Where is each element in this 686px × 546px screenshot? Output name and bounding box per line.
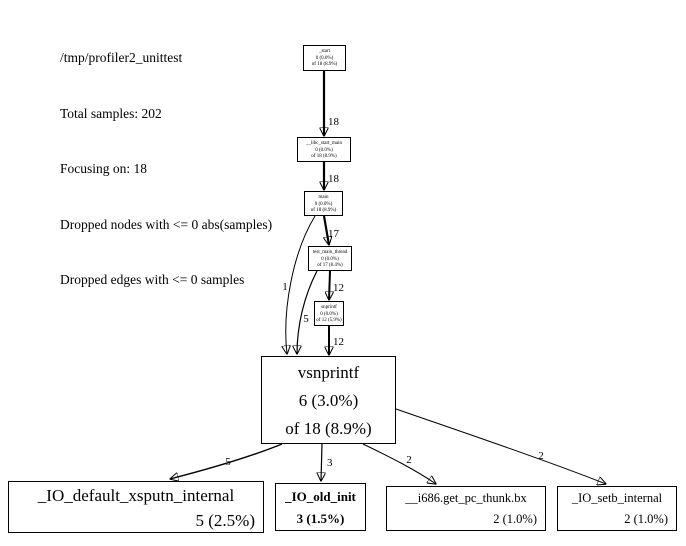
edge-vsnprintf-thunk	[362, 443, 436, 484]
node-io-setb-internal: _IO_setb_internal 2 (1.0%)	[557, 486, 677, 531]
focusing-line: Focusing on: 18	[60, 161, 148, 176]
node-oldinit-self: 3 (1.5%)	[296, 511, 345, 526]
node-snprintf-self: 0 (0.0%)	[320, 311, 338, 317]
node-libc-name: __libc_start_main	[305, 141, 343, 146]
node-snprintf: snprintf 0 (0.0%) of 12 (5.9%)	[314, 301, 344, 326]
edge-vsnprintf-setb	[395, 408, 606, 484]
node-setb-name: _IO_setb_internal	[571, 491, 663, 505]
node-io-old-init: _IO_old_init 3 (1.5%)	[275, 483, 366, 531]
node-snprintf-cum: of 12 (5.9%)	[316, 318, 342, 323]
node-vsnprintf-self: 6 (3.0%)	[298, 391, 359, 410]
edge-label-vsnprintf-xsputn: 5	[225, 456, 231, 468]
node-vsnprintf-name: vsnprintf	[297, 363, 360, 382]
edge-main-vsnprintf	[286, 215, 316, 354]
node-xsputn-name: _IO_default_xsputn_internal	[37, 486, 235, 505]
node-vsnprintf-cum: of 18 (8.9%)	[285, 419, 372, 438]
node-thunk-name: __i686.get_pc_thunk.bx	[405, 491, 527, 505]
node-thunk-self: 2 (1.0%)	[493, 512, 537, 526]
node-xsputn-self: 5 (2.5%)	[195, 511, 255, 530]
node-test-cum: of 17 (8.4%)	[317, 263, 343, 268]
edge-vsnprintf-xsputn	[170, 443, 283, 479]
node-main: main 0 (0.0%) of 18 (8.9%)	[304, 191, 343, 216]
node-snprintf-name: snprintf	[321, 305, 337, 310]
node-main-name: main	[318, 195, 329, 200]
node-test-self: 0 (0.0%)	[321, 256, 339, 262]
node-main-self: 0 (0.0%)	[314, 201, 333, 207]
profile-binary-path: /tmp/profiler2_unittest	[60, 50, 183, 65]
node-io-default-xsputn-internal: _IO_default_xsputn_internal 5 (2.5%)	[8, 481, 264, 533]
node-start-cum: of 18 (8.9%)	[311, 62, 338, 67]
edge-test-vsnprintf	[297, 270, 318, 354]
edge-label-main-vsnprintf: 1	[282, 281, 288, 293]
node-oldinit-name: _IO_old_init	[285, 489, 356, 504]
node-i686-get-pc-thunk: __i686.get_pc_thunk.bx 2 (1.0%)	[386, 486, 546, 531]
edge-label-main-test: 17	[328, 228, 340, 240]
dropped-nodes-line: Dropped nodes with <= 0 abs(samples)	[60, 216, 273, 232]
node-start-name: _start	[318, 49, 331, 54]
node-vsnprintf: vsnprintf 6 (3.0%) of 18 (8.9%)	[261, 356, 396, 444]
edge-main-test	[322, 215, 329, 245]
node-libc-self: 0 (0.0%)	[315, 147, 333, 153]
node-test-name: test_main_thread	[312, 250, 348, 255]
node-setb-self: 2 (1.0%)	[624, 512, 668, 526]
edge-label-start-libc: 18	[328, 116, 340, 128]
node-start-self: 0 (0.0%)	[315, 55, 334, 61]
edge-label-test-snprintf: 12	[333, 282, 344, 294]
node-libc-cum: of 18 (8.9%)	[311, 154, 337, 159]
edge-label-vsnprintf-setb: 2	[538, 450, 544, 462]
node-main-cum: of 18 (8.9%)	[310, 208, 337, 213]
profile-summary: /tmp/profiler2_unittest Total samples: 2…	[60, 12, 272, 327]
dropped-edges-line: Dropped edges with <= 0 samples	[60, 272, 245, 287]
edge-label-vsnprintf-oldinit: 3	[327, 457, 333, 469]
node-libc-start-main: __libc_start_main 0 (0.0%) of 18 (8.9%)	[297, 137, 351, 162]
edge-vsnprintf-oldinit	[321, 443, 322, 481]
edge-test-snprintf	[329, 270, 330, 300]
node-test-main-thread: test_main_thread 0 (0.0%) of 17 (8.4%)	[308, 246, 352, 271]
node-start: _start 0 (0.0%) of 18 (8.9%)	[303, 45, 346, 71]
edge-label-libc-main: 18	[328, 173, 340, 185]
edge-label-snprintf-vsnprintf: 12	[333, 336, 344, 348]
edge-label-vsnprintf-thunk: 2	[406, 454, 412, 466]
total-samples-line: Total samples: 202	[60, 105, 162, 121]
edge-label-test-vsnprintf: 5	[303, 313, 309, 325]
